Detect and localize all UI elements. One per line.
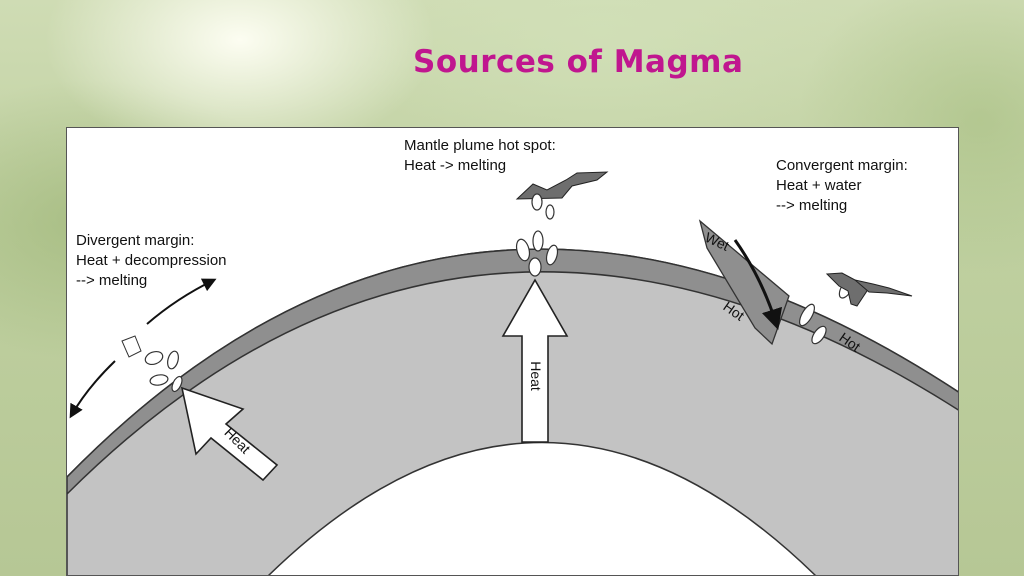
slide-title: Sources of Magma (413, 44, 744, 80)
convergent-margin-label: Convergent margin: Heat + water --> melt… (776, 157, 912, 214)
convergent-volcano (825, 272, 877, 307)
divergent-margin-label: Divergent margin: Heat + decompression -… (76, 232, 231, 289)
divergent-rift (121, 335, 142, 358)
outer-core (268, 441, 816, 575)
spreading-arrow-down (69, 360, 116, 419)
subduction-arrow (733, 239, 783, 331)
divergent-magma-droplets (144, 350, 183, 393)
heat-arrow-left (180, 386, 279, 482)
spreading-arrow-up (146, 278, 217, 325)
hotspot-magma-droplets (515, 193, 559, 277)
mantle-plume-label: Mantle plume hot spot: Heat -> melting (404, 137, 560, 174)
volcano-tuft (854, 279, 913, 297)
magma-sources-diagram: Mantle plume hot spot: Heat -> melting C… (66, 127, 959, 576)
hotspot-volcano (515, 171, 609, 200)
lithosphere-band (67, 248, 958, 496)
heat-arrow-center (501, 278, 569, 443)
diagram-svg: Mantle plume hot spot: Heat -> melting C… (67, 137, 958, 575)
heat-center-label: Heat (528, 361, 544, 391)
